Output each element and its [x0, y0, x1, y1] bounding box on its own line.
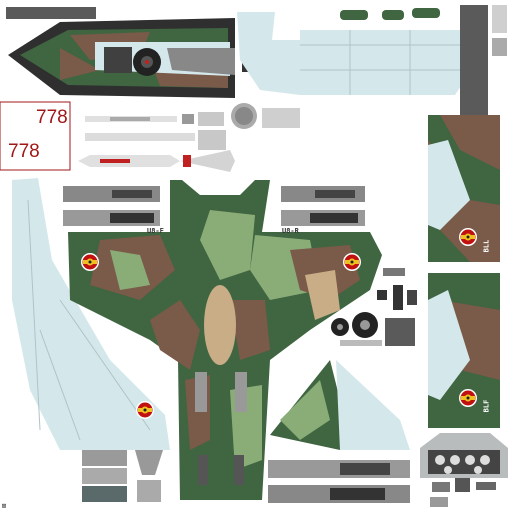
- bottom-panels: [82, 450, 410, 503]
- speaker-grille: [231, 103, 257, 129]
- airframe-top-camo: [68, 180, 382, 500]
- tail-number-1: 778: [36, 107, 68, 128]
- missile-row: [78, 112, 235, 172]
- bay-panel-rear: [281, 186, 365, 226]
- tail-fin-upper: [428, 115, 500, 262]
- landing-gear-parts: [331, 268, 417, 346]
- bay-label-front: U8-F: [147, 227, 164, 235]
- stencil-bll: BLL: [482, 239, 491, 253]
- left-wing-underside: [12, 178, 170, 450]
- camo-strip-top: [340, 8, 440, 20]
- swatch-light: [492, 5, 507, 33]
- swatch-mid: [492, 38, 507, 56]
- tail-number-box: [0, 101, 71, 171]
- right-wing-underside: [270, 360, 410, 450]
- fuselage-top-piece: [8, 18, 252, 98]
- side-strip: [460, 5, 488, 115]
- top-panel-strip: [6, 7, 96, 19]
- bay-label-rear: U8-R: [282, 227, 299, 235]
- stencil-blf: BLF: [482, 399, 491, 413]
- tail-fin-lower: [428, 273, 500, 428]
- corner-mark: ⊠: [2, 502, 7, 510]
- tail-number-2: 778: [8, 141, 40, 162]
- bay-panel-front: [63, 186, 160, 226]
- cockpit-panel: [420, 433, 508, 507]
- underside-panel-top: [237, 12, 478, 95]
- grey-patch: [262, 108, 300, 128]
